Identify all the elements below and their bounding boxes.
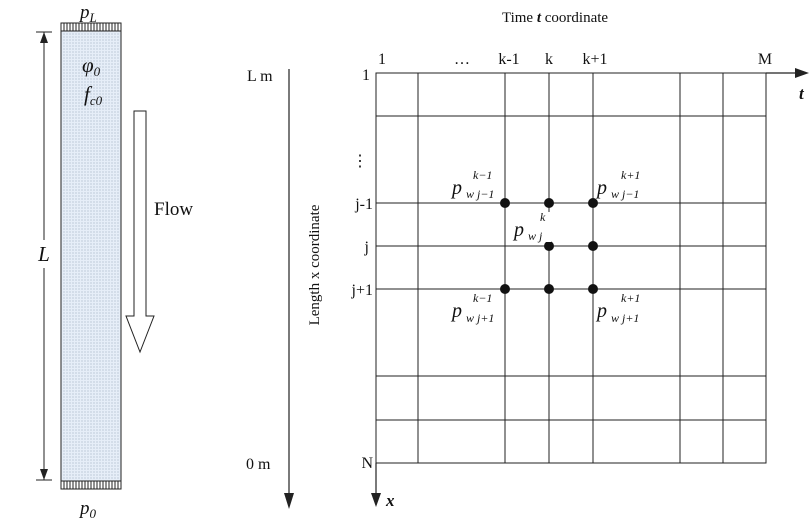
col-label-k-1: k-1 <box>498 51 519 68</box>
row-label-vdots: ⋮ <box>352 153 368 170</box>
pressure-label-top-right: p w j−1 k+1 <box>595 168 640 201</box>
pressure-label-bottom-right: p w j+1 k+1 <box>595 291 640 325</box>
bottom-end-cap <box>60 480 122 490</box>
svg-text:p: p <box>450 177 462 199</box>
row-label-j-1: j-1 <box>354 196 373 213</box>
svg-text:w j−1: w j−1 <box>611 187 639 201</box>
down-arrow-icon <box>284 493 294 509</box>
svg-text:p: p <box>595 300 607 322</box>
right-arrow-icon <box>795 68 809 78</box>
pressure-labels: p w j−1 k−1 p w j−1 k+1 p w j k p w j+1 … <box>450 168 640 325</box>
col-label-ellipsis: … <box>454 51 470 68</box>
grid <box>375 72 767 464</box>
porous-column: pL p0 φ0 fc0 <box>60 2 122 520</box>
time-axis-label: t <box>799 84 805 103</box>
node <box>588 284 598 294</box>
svg-text:p: p <box>512 219 524 241</box>
node <box>544 241 554 251</box>
col-label-1: 1 <box>378 51 386 68</box>
length-dimension: L <box>30 31 58 481</box>
length-label: L <box>37 242 50 266</box>
col-label-k+1: k+1 <box>582 51 607 68</box>
row-label-j: j <box>364 239 369 256</box>
stencil-nodes <box>500 198 598 294</box>
porosity-label: φ0 <box>82 53 101 79</box>
node <box>500 198 510 208</box>
column-body <box>60 29 122 483</box>
svg-text:p: p <box>595 177 607 199</box>
top-end-cap <box>60 22 122 32</box>
length-axis-title: Length x coordinate <box>307 204 323 325</box>
x-axis-label: x <box>385 491 395 510</box>
svg-text:w j: w j <box>528 229 543 243</box>
axis-bottom-label: 0 m <box>246 456 271 473</box>
column-labels: 1 … k-1 k k+1 M <box>378 51 772 68</box>
svg-text:k+1: k+1 <box>621 291 640 305</box>
node <box>588 198 598 208</box>
pressure-label-center: p w j k <box>512 210 546 243</box>
row-label-j+1: j+1 <box>351 282 373 299</box>
time-axis-title: Time t coordinate <box>502 10 608 26</box>
axis-top-label: L m <box>247 68 273 85</box>
flow-arrow: Flow <box>125 110 193 354</box>
col-label-k: k <box>545 51 553 68</box>
outlet-pressure-label: p0 <box>78 498 97 520</box>
fraction-label: fc0 <box>84 82 103 108</box>
svg-text:p: p <box>450 300 462 322</box>
pressure-label-top-left: p w j−1 k−1 <box>450 168 494 201</box>
svg-text:k−1: k−1 <box>473 168 492 182</box>
down-arrow-icon <box>371 493 381 507</box>
node <box>500 284 510 294</box>
col-label-M: M <box>758 51 772 68</box>
node <box>588 241 598 251</box>
node <box>544 198 554 208</box>
svg-text:w j−1: w j−1 <box>466 187 494 201</box>
pressure-label-bottom-left: p w j+1 k−1 <box>450 291 494 325</box>
x-axis: x <box>371 463 395 510</box>
flow-label: Flow <box>154 199 193 220</box>
row-labels: 1 ⋮ j-1 j j+1 N <box>351 67 374 472</box>
inlet-pressure-label: pL <box>78 2 97 25</box>
node <box>544 284 554 294</box>
time-axis: t <box>766 68 809 103</box>
svg-text:w j+1: w j+1 <box>611 311 639 325</box>
svg-text:k−1: k−1 <box>473 291 492 305</box>
length-axis: L m 0 m Length x coordinate <box>246 68 323 509</box>
row-label-1: 1 <box>362 67 370 84</box>
row-label-N: N <box>361 455 373 472</box>
svg-text:w j+1: w j+1 <box>466 311 494 325</box>
down-arrow-icon <box>125 110 155 354</box>
svg-text:k: k <box>540 210 546 224</box>
svg-text:k+1: k+1 <box>621 168 640 182</box>
